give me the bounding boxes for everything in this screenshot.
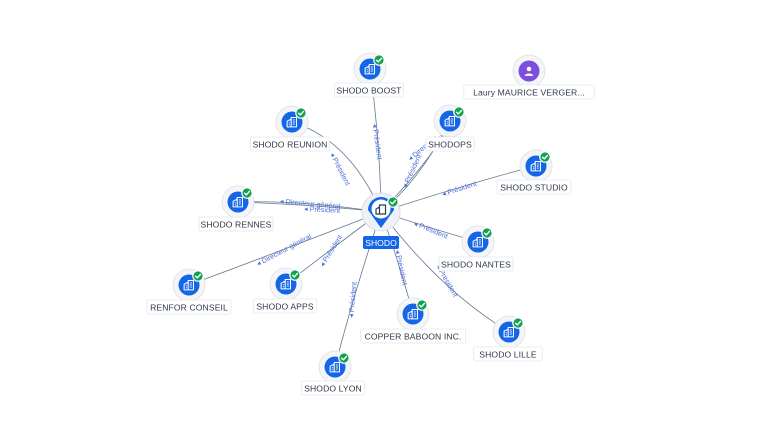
edge-label: ◂ Président — [371, 123, 385, 160]
node-label-box — [463, 84, 595, 100]
node-label: SHODO NANTES — [441, 260, 511, 270]
center-node[interactable]: SHODO — [361, 192, 401, 249]
verified-check-icon — [295, 107, 307, 119]
node-label-box — [473, 346, 543, 362]
edge-label: ◂ Président — [441, 179, 478, 199]
verified-check-icon — [373, 54, 385, 66]
graph-node-shodops[interactable]: SHODOPS — [425, 104, 475, 152]
center-label-box — [363, 236, 399, 249]
node-label: SHODO LILLE — [479, 350, 537, 360]
graph-node-boost[interactable]: SHODO BOOST — [334, 52, 404, 98]
node-label-box — [146, 299, 232, 315]
graph-node-laury[interactable]: Laury MAURICE VERGER... — [463, 54, 595, 100]
node-label-box — [438, 256, 514, 272]
edge-label: ◂ Président — [393, 249, 409, 286]
node-label-box — [198, 216, 274, 232]
center-label: SHODO — [365, 238, 397, 248]
verified-check-icon — [192, 270, 204, 282]
edge-label: ◂ Président — [328, 151, 352, 187]
edge-label: ◂ Président — [413, 219, 450, 241]
graph-node-lyon[interactable]: SHODO LYON — [300, 350, 366, 396]
edge-label: ◂ Président — [304, 204, 340, 215]
node-label: Laury MAURICE VERGER... — [473, 88, 585, 98]
node-label: SHODO RENNES — [201, 220, 272, 230]
graph-node-reunion[interactable]: SHODO REUNION — [250, 105, 330, 152]
graph-node-copper[interactable]: COPPER BABOON INC. — [360, 297, 466, 344]
edge-label: ◂ Président — [318, 233, 345, 268]
edge-label: ◂ Président — [346, 281, 358, 318]
node-label: SHODOPS — [428, 140, 472, 150]
verified-check-icon — [241, 187, 253, 199]
graph-node-nantes[interactable]: SHODO NANTES — [438, 225, 514, 272]
node-label: SHODO STUDIO — [500, 183, 568, 193]
edge-label: ◂ Directeur général — [255, 231, 313, 268]
verified-check-icon — [453, 106, 465, 118]
node-label-box — [250, 136, 330, 152]
verified-check-icon — [539, 151, 551, 163]
node-label: RENFOR CONSEIL — [150, 303, 228, 313]
node-label: SHODO BOOST — [336, 86, 402, 96]
verified-check-icon — [338, 352, 350, 364]
node-label-box — [496, 179, 572, 195]
verified-check-icon — [289, 269, 301, 281]
edge-line — [188, 211, 382, 286]
node-label: SHODO REUNION — [253, 140, 328, 150]
edge-line — [380, 211, 510, 333]
node-label-box — [300, 380, 366, 396]
node-label: SHODO LYON — [304, 384, 362, 394]
node-label-box — [252, 298, 318, 314]
nodes-layer: SHODO BOOST SHODO REUNION SHODOPS Laury MAU… — [146, 52, 595, 396]
node-label: COPPER BABOON INC. — [365, 332, 462, 342]
graph-node-lille[interactable]: SHODO LILLE — [473, 315, 543, 362]
center-building-icon — [375, 204, 387, 215]
node-label-box — [334, 82, 404, 98]
verified-check-icon — [416, 299, 428, 311]
graph-node-studio[interactable]: SHODO STUDIO — [496, 149, 572, 195]
graph-node-renfor[interactable]: RENFOR CONSEIL — [146, 268, 232, 315]
node-label-box — [360, 328, 466, 344]
verified-check-icon — [387, 196, 399, 208]
graph-node-rennes[interactable]: SHODO RENNES — [198, 185, 274, 232]
node-label: SHODO APPS — [256, 302, 314, 312]
verified-check-icon — [481, 227, 493, 239]
graph-node-apps[interactable]: SHODO APPS — [252, 267, 318, 314]
verified-check-icon — [512, 317, 524, 329]
node-label-box — [425, 136, 475, 152]
edge-line — [334, 211, 382, 368]
